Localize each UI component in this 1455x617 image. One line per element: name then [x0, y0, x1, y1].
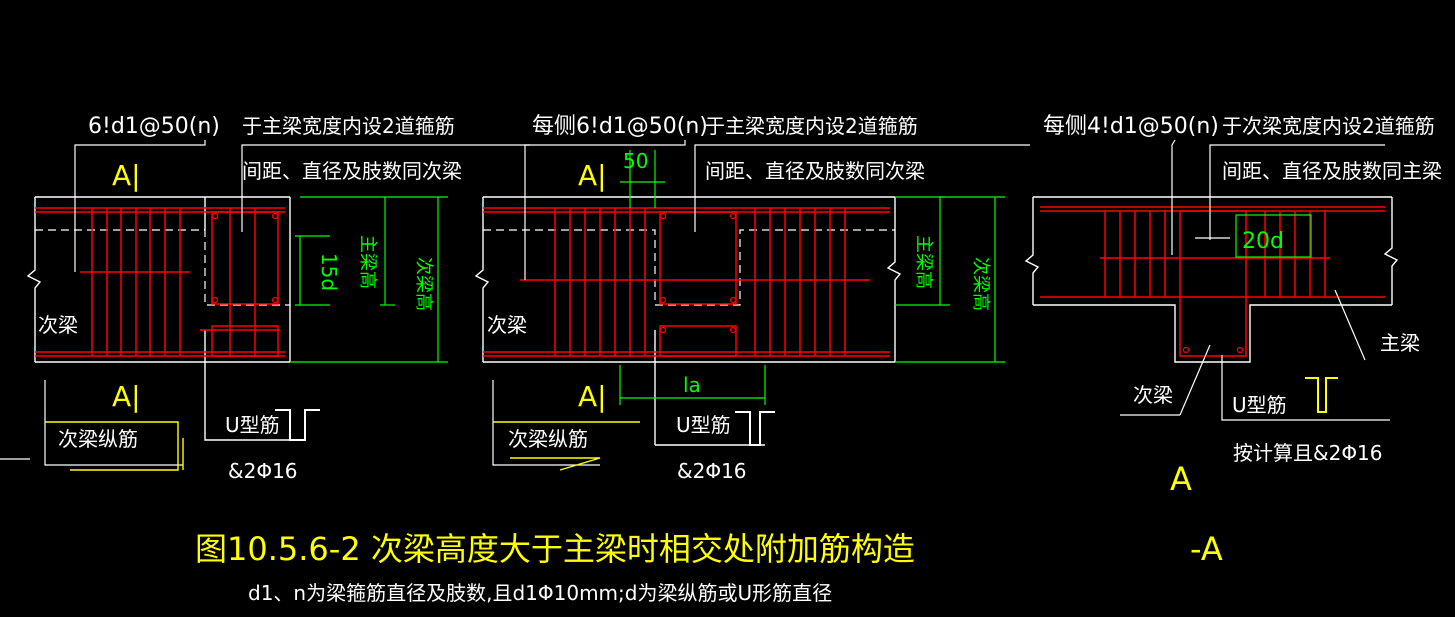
middle-dim-main-beam-height: 主梁高 — [913, 235, 934, 289]
middle-rebar-dots — [659, 212, 737, 334]
figure-title: 图10.5.6-2 次梁高度大于主梁时相交处附加筋构造 — [195, 530, 915, 568]
left-note-line1: 于主梁宽度内设2道箍筋 — [242, 114, 455, 138]
left-label-secondary-long-bar: 次梁纵筋 — [58, 427, 138, 451]
right-label-main-beam: 主梁 — [1380, 331, 1420, 355]
right-dimensions — [1235, 214, 1312, 258]
left-label-secondary-beam: 次梁 — [38, 313, 78, 337]
middle-note-line2: 间距、直径及肢数同次梁 — [705, 159, 925, 183]
right-u-bar-symbol — [1305, 377, 1338, 413]
middle-dim-la: la — [683, 373, 701, 397]
left-detail: 6!d1@50(n) 于主梁宽度内设2道箍筋 间距、直径及肢数同次梁 A| A|… — [0, 114, 530, 483]
middle-leaders — [492, 140, 1030, 466]
right-section-title: -A — [1190, 530, 1223, 568]
right-label-secondary-beam: 次梁 — [1133, 383, 1173, 407]
middle-section-mark-bottom: A| — [578, 380, 607, 413]
right-stirrup-label: 每侧4!d1@50(n) — [1043, 114, 1219, 139]
middle-note-line1: 于主梁宽度内设2道箍筋 — [705, 114, 918, 138]
left-beam-outline — [26, 196, 291, 441]
left-stirrup-label: 6!d1@50(n) — [88, 114, 220, 139]
middle-dimensions — [619, 150, 1005, 405]
left-dimensions — [290, 196, 448, 363]
right-label-u-bar-spec: 按计算且&2Φ16 — [1233, 441, 1383, 465]
left-note-line2: 间距、直径及肢数同次梁 — [242, 159, 462, 183]
left-main-beam-dashed-outline — [35, 229, 290, 306]
right-beam-outline — [1024, 196, 1399, 363]
left-leaders — [0, 140, 530, 466]
middle-dim-50: 50 — [623, 149, 648, 173]
figure-note: d1、n为梁箍筋直径及肢数,且d1Φ10mm;d为梁纵筋或U形筋直径 — [248, 581, 832, 605]
right-leaders — [1120, 139, 1390, 421]
left-label-u-bar-spec: &2Φ16 — [228, 459, 298, 483]
middle-main-beam-dashed-outline — [483, 229, 895, 306]
middle-stirrup-label: 每侧6!d1@50(n) — [532, 114, 708, 139]
left-dim-15d: 15d — [317, 253, 341, 291]
middle-label-u-bar: U型筋 — [676, 413, 731, 437]
left-label-u-bar: U型筋 — [225, 413, 280, 437]
middle-rebar — [483, 207, 890, 357]
left-u-bar-symbol — [275, 409, 320, 441]
left-dim-main-beam-height: 主梁高 — [357, 235, 378, 289]
left-hook-symbol — [45, 421, 184, 471]
right-note-line2: 间距、直径及肢数同主梁 — [1222, 159, 1442, 183]
left-rebar — [35, 207, 285, 357]
middle-u-bar-symbol — [735, 411, 775, 446]
right-section-mark: A — [1170, 460, 1192, 498]
middle-label-secondary-beam: 次梁 — [487, 313, 527, 337]
right-detail: 每侧4!d1@50(n) 于次梁宽度内设2道箍筋 间距、直径及肢数同主梁 20d… — [1024, 114, 1442, 568]
right-rebar-dots — [1182, 346, 1244, 354]
middle-section-mark-top: A| — [578, 159, 607, 192]
left-section-mark-bottom: A| — [112, 380, 141, 413]
right-dim-20d: 20d — [1242, 229, 1284, 254]
middle-label-u-bar-spec: &2Φ16 — [677, 459, 747, 483]
left-dim-secondary-beam-height: 次梁高 — [413, 257, 434, 311]
middle-label-secondary-long-bar: 次梁纵筋 — [508, 427, 588, 451]
left-rebar-dots — [211, 212, 279, 304]
right-rebar — [1040, 206, 1385, 357]
left-section-mark-top: A| — [112, 159, 141, 192]
middle-detail: 每侧6!d1@50(n) 于主梁宽度内设2道箍筋 间距、直径及肢数同次梁 A| … — [474, 114, 1030, 483]
right-label-u-bar: U型筋 — [1232, 393, 1287, 417]
middle-dim-secondary-beam-height: 次梁高 — [970, 257, 991, 311]
middle-hook-symbol — [493, 421, 640, 471]
middle-beam-outline — [474, 196, 902, 446]
right-note-line1: 于次梁宽度内设2道箍筋 — [1222, 114, 1435, 138]
